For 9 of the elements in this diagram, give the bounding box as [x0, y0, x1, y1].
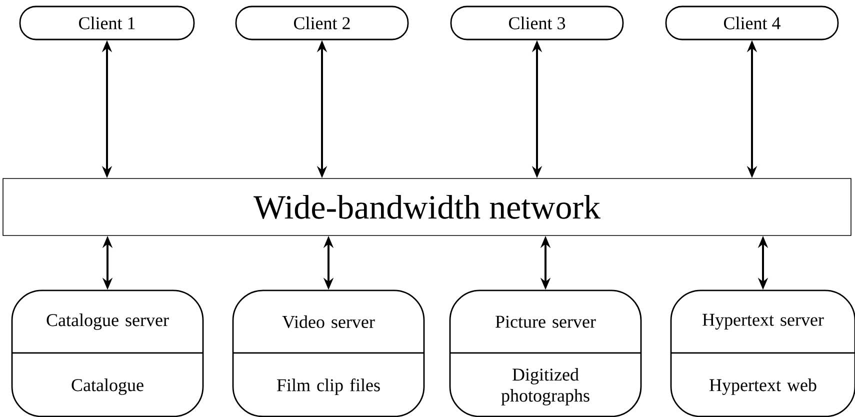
client-box: Client 2 — [235, 6, 409, 40]
client-box: Client 3 — [450, 6, 624, 40]
server-box: Picture server Digitized photographs — [449, 290, 642, 417]
client-box: Client 4 — [665, 6, 839, 40]
server-box: Video server Film clip files — [232, 290, 425, 417]
network-band: Wide-bandwidth network — [2, 178, 852, 236]
client-box: Client 1 — [19, 6, 195, 40]
server-box: Hypertext server Hypertext web — [670, 290, 855, 417]
server-box: Catalogue server Catalogue — [11, 290, 204, 417]
